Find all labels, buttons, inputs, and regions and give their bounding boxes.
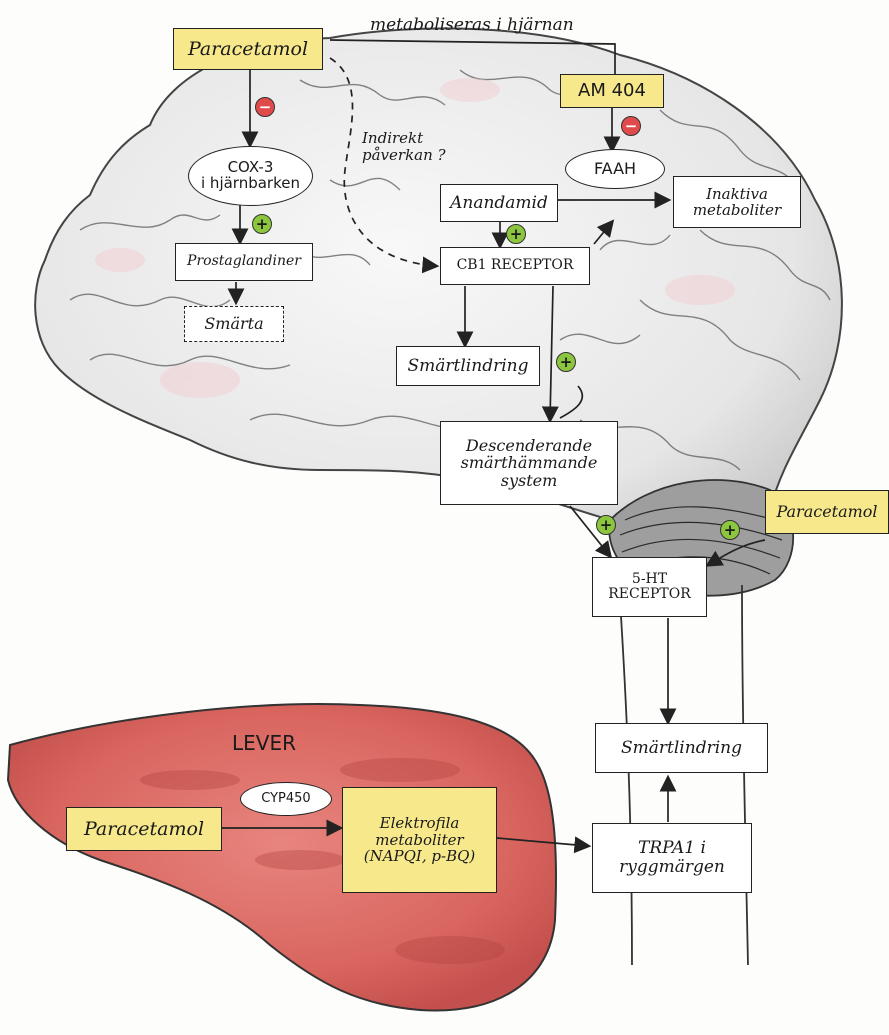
inaktiva-metaboliter-box: Inaktiva metaboliter <box>673 176 801 228</box>
trpa1-box: TRPA1 i ryggmärgen <box>592 823 752 893</box>
paracetamol-right-box: Paracetamol <box>765 490 889 534</box>
descenderande-box: Descenderande smärthämmande system <box>440 421 618 505</box>
stimulate-sign-5ht-left: + <box>596 515 616 535</box>
prostaglandiner-box: Prostaglandiner <box>175 243 313 281</box>
stimulate-sign-prostaglandiner: + <box>252 214 272 234</box>
anandamid-box: Anandamid <box>440 184 558 222</box>
faah-oval: FAAH <box>565 149 665 189</box>
smarta-box: Smärta <box>184 306 284 342</box>
paracetamol-liver-box: Paracetamol <box>66 807 222 851</box>
ht5-receptor-box: 5-HT RECEPTOR <box>592 557 707 617</box>
lever-title: LEVER <box>232 732 296 754</box>
stimulate-sign-descenderande: + <box>556 352 576 372</box>
metaboliseras-label: metaboliseras i hjärnan <box>370 16 574 35</box>
cb1-receptor-box: CB1 RECEPTOR <box>440 247 590 285</box>
inhibit-sign-cox3: − <box>255 97 275 117</box>
smartlindring-brain-box: Smärtlindring <box>396 346 540 386</box>
smartlindring-spine-box: Smärtlindring <box>595 723 768 773</box>
indirekt-paverkan-label: Indirekt påverkan ? <box>362 130 446 163</box>
stimulate-sign-5ht-right: + <box>720 520 740 540</box>
elektrofila-box: Elektrofila metaboliter (NAPQI, p-BQ) <box>342 787 497 893</box>
am404-box: AM 404 <box>560 74 664 108</box>
cyp450-oval: CYP450 <box>240 782 332 816</box>
paracetamol-top-box: Paracetamol <box>173 28 323 70</box>
stimulate-sign-cb1: + <box>506 224 526 244</box>
inhibit-sign-faah: − <box>621 116 641 136</box>
cox3-oval: COX-3 i hjärnbarken <box>188 146 313 206</box>
